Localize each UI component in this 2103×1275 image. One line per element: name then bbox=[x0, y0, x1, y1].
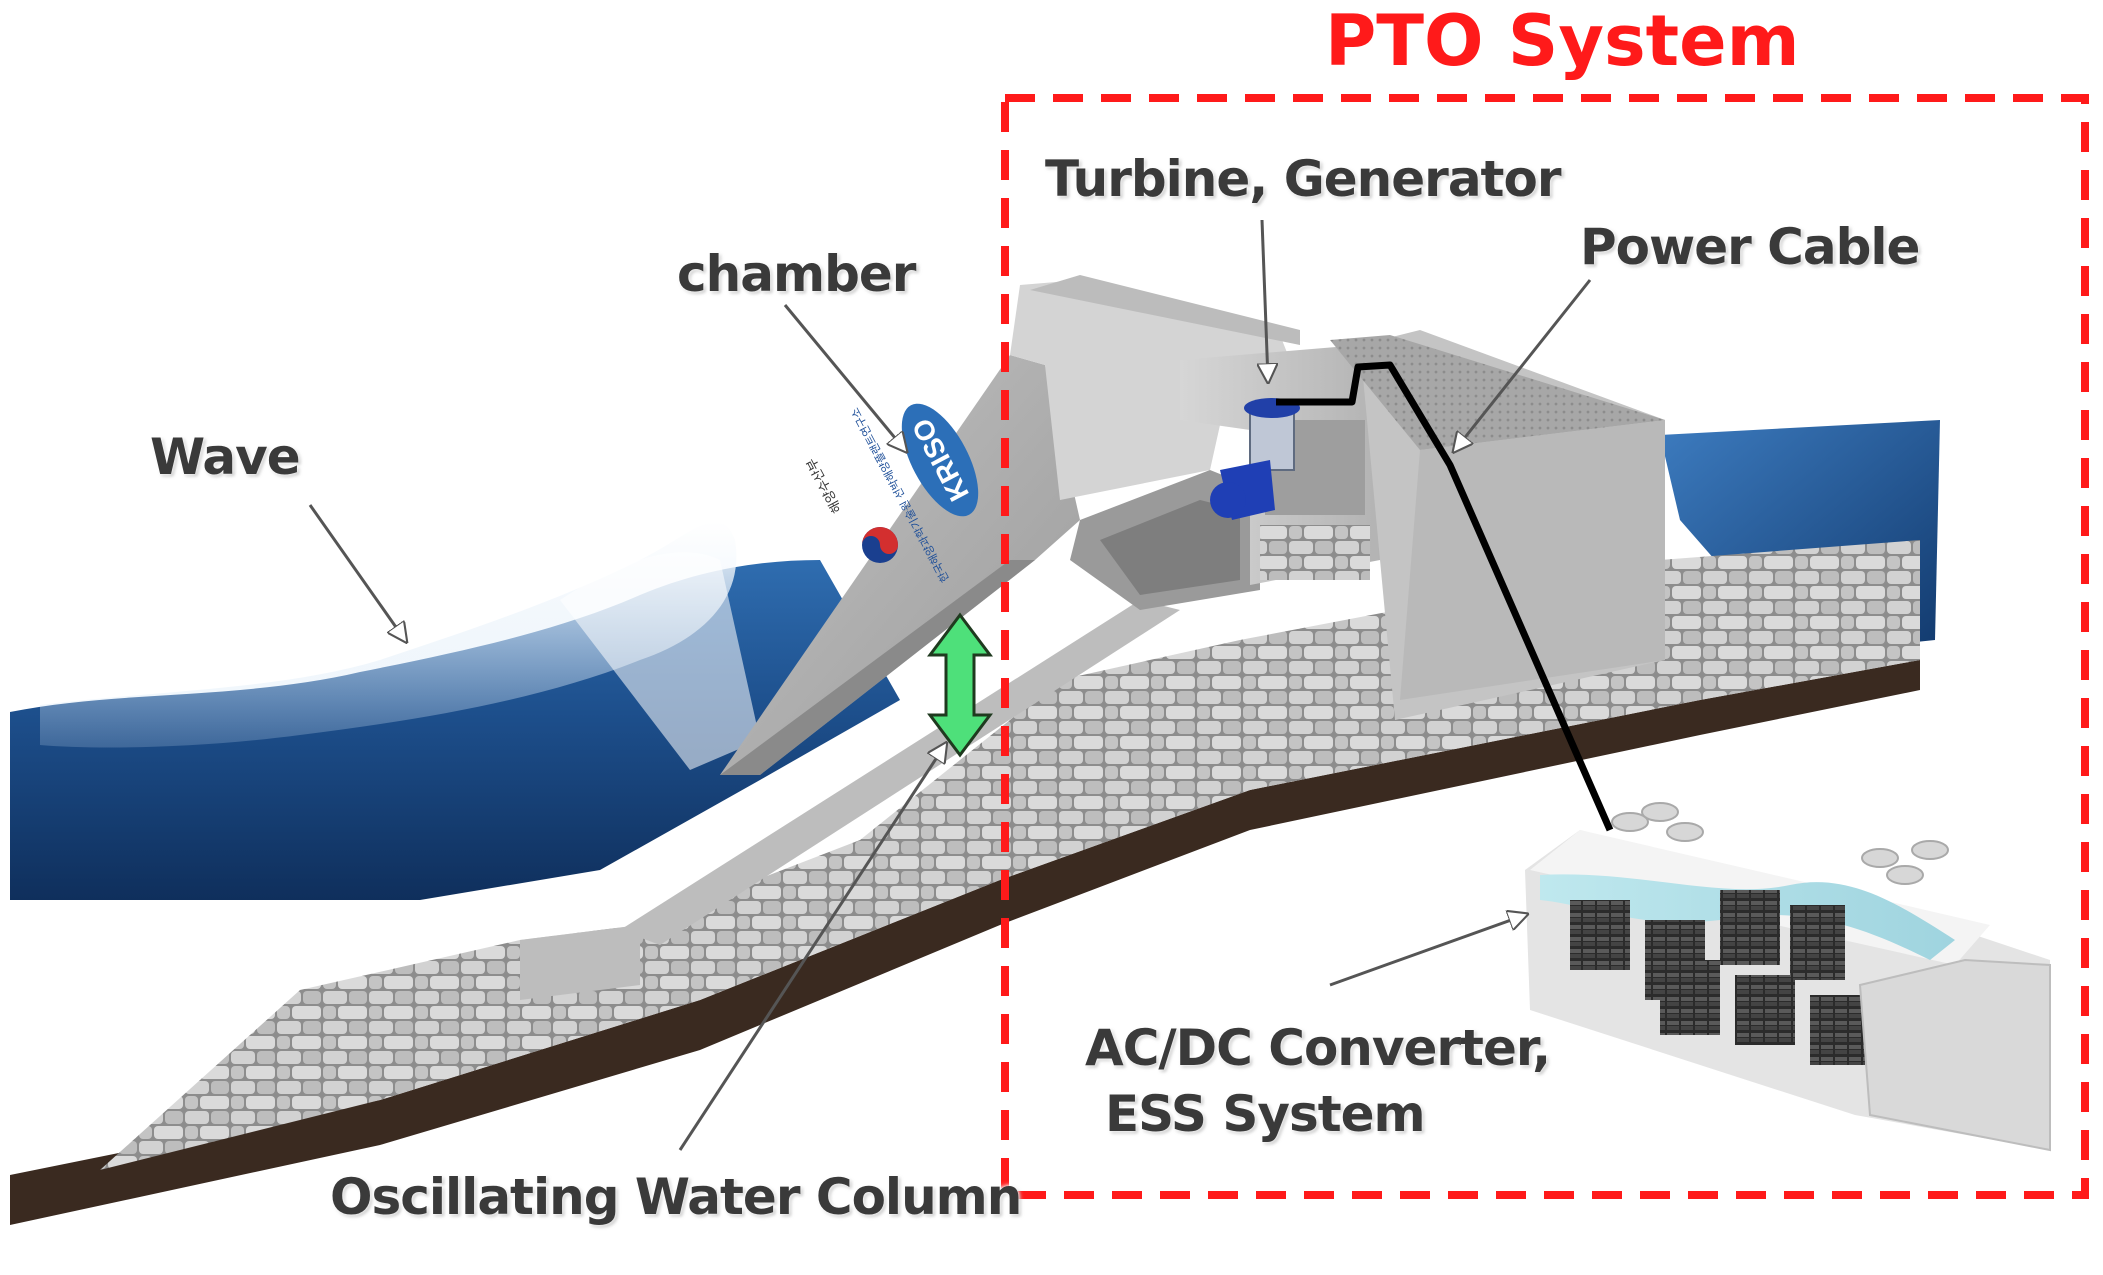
pto-system-title: PTO System bbox=[1325, 0, 1800, 82]
concrete-deck-top bbox=[1330, 335, 1665, 450]
power-cable bbox=[1276, 361, 1614, 832]
ess-label-line1: AC/DC Converter, bbox=[1085, 1019, 1551, 1077]
chamber-pointer bbox=[783, 304, 905, 450]
chamber-label: chamber bbox=[677, 245, 916, 303]
ministry-text: 해양수산부 bbox=[804, 455, 845, 515]
ess-container-icon bbox=[1525, 802, 2051, 1152]
wave-pointer bbox=[308, 504, 405, 640]
wave-label: Wave bbox=[150, 428, 301, 486]
ess-pointer bbox=[1329, 915, 1525, 987]
chamber-roof bbox=[720, 355, 1080, 775]
pointer-arrows bbox=[308, 219, 1592, 1151]
ess-label: AC/DC Converter, ESS System bbox=[1085, 1015, 1551, 1147]
water-motion-arrow-icon bbox=[927, 612, 993, 758]
owc-label: Oscillating Water Column bbox=[330, 1168, 1022, 1226]
chamber-structure bbox=[620, 275, 1665, 945]
power-cable-pointer bbox=[1455, 279, 1592, 450]
turbine-pointer bbox=[1262, 219, 1268, 380]
breaking-wave bbox=[40, 521, 737, 748]
turbine-generator-label: Turbine, Generator bbox=[1045, 150, 1561, 208]
seabed bbox=[10, 660, 1920, 1225]
ess-label-line2: ESS System bbox=[1105, 1085, 1426, 1143]
power-cable-label: Power Cable bbox=[1580, 218, 1920, 276]
turbine-generator-icon bbox=[1210, 398, 1300, 520]
owc-pointer bbox=[678, 745, 945, 1151]
pto-boundary bbox=[1001, 94, 2089, 1199]
